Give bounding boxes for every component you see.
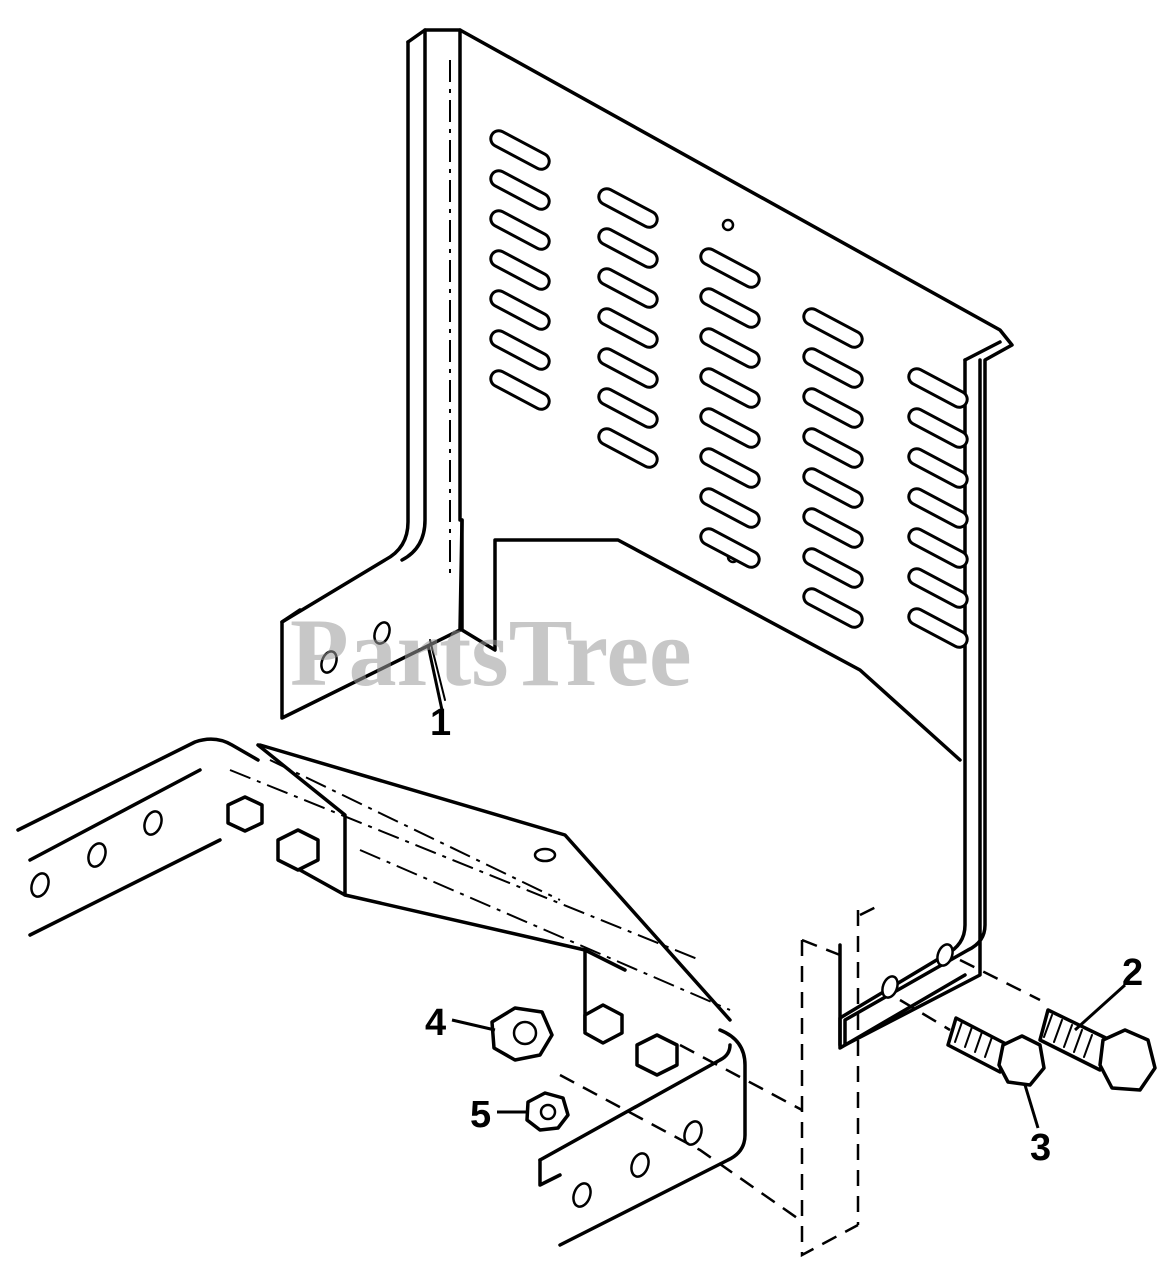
vent-slot (699, 287, 761, 329)
vent-slot (597, 307, 659, 349)
vent-slot (907, 407, 969, 449)
nut-4 (490, 1006, 554, 1062)
vent-slot (489, 369, 551, 411)
vent-slot (907, 607, 969, 649)
callout-4: 4 (425, 1002, 446, 1044)
bolt-3 (946, 1016, 1046, 1087)
vent-slot (802, 587, 864, 629)
vent-slot (699, 407, 761, 449)
vent-slot (489, 249, 551, 291)
callout-5: 5 (470, 1094, 491, 1136)
vent-slot (802, 547, 864, 589)
alignment-lines (800, 903, 881, 1258)
vent-slot (802, 387, 864, 429)
vent-slot (489, 289, 551, 331)
watermark-text: PartsTree (290, 599, 692, 706)
bracket-plate (280, 28, 1014, 1050)
frame-nuts (226, 795, 679, 1077)
vent-slot (489, 169, 551, 211)
vent-slot (802, 507, 864, 549)
leader-4 (451, 1018, 496, 1032)
vent-slot (597, 427, 659, 469)
vent-slot (597, 347, 659, 389)
vent-slot (699, 527, 761, 569)
vent-slot (907, 527, 969, 569)
vent-slot (597, 227, 659, 269)
vent-slot (597, 187, 659, 229)
callout-1: 1 (430, 702, 451, 744)
vent-slot (489, 209, 551, 251)
vent-slot (597, 387, 659, 429)
callout-2: 2 (1122, 952, 1143, 994)
vent-slot (699, 367, 761, 409)
vent-slot (907, 367, 969, 409)
vent-slot (802, 427, 864, 469)
vent-slot (489, 329, 551, 371)
leader-1 (426, 644, 444, 711)
vent-slot (907, 567, 969, 609)
vent-slots (489, 129, 969, 649)
vent-slot (699, 247, 761, 289)
leader-2 (1073, 983, 1127, 1032)
vent-slot (802, 347, 864, 389)
vent-slot (907, 447, 969, 489)
vent-slot (699, 487, 761, 529)
callout-3: 3 (1030, 1127, 1051, 1169)
vent-slot (597, 267, 659, 309)
vent-slot (699, 327, 761, 369)
bolt-2 (1038, 1008, 1157, 1092)
vent-slot (802, 467, 864, 509)
vent-slot (802, 307, 864, 349)
vent-slot (489, 129, 551, 171)
nut-5 (525, 1091, 570, 1132)
leader-3 (1023, 1084, 1040, 1129)
vent-slot (907, 487, 969, 529)
mower-frame (16, 737, 747, 1247)
vent-slot (699, 447, 761, 489)
